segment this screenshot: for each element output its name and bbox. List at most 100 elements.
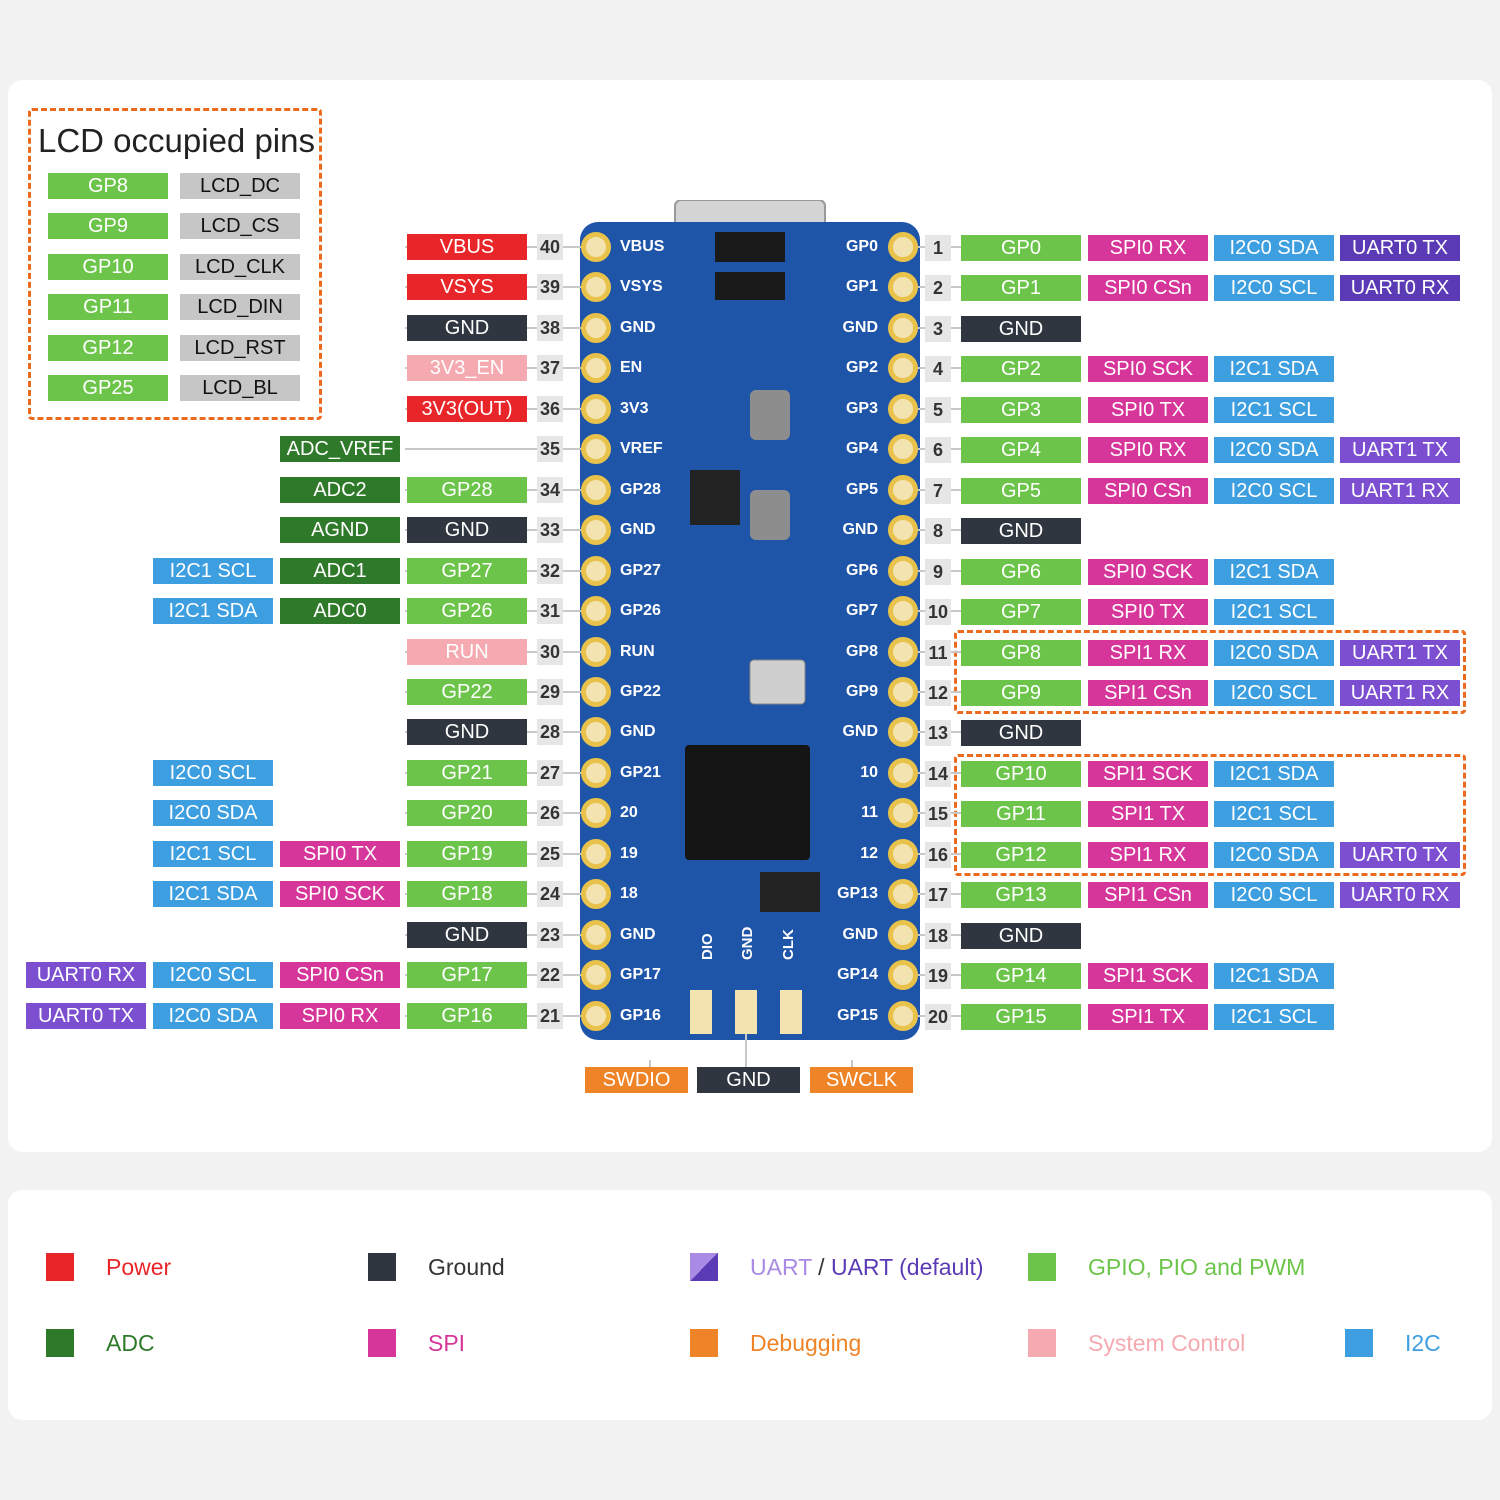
tag-gp17: GP17 bbox=[407, 962, 527, 989]
button-2 bbox=[750, 490, 790, 540]
pin-pad-6 bbox=[888, 434, 918, 465]
silk-label-gnd: GND bbox=[842, 318, 878, 336]
tag-gp13: GP13 bbox=[961, 882, 1081, 909]
tag-gnd: GND bbox=[407, 921, 527, 948]
tag-spi0-csn: SPI0 CSn bbox=[1088, 477, 1208, 504]
lead-line bbox=[405, 448, 595, 451]
tag-spi0-sck: SPI0 SCK bbox=[1088, 558, 1208, 585]
pin-number-40: 40 bbox=[537, 234, 563, 260]
pin-number-11: 11 bbox=[925, 639, 951, 666]
board bbox=[580, 200, 920, 1075]
tag-adc1: ADC1 bbox=[280, 557, 400, 584]
silk-label-gp3: GP3 bbox=[845, 399, 878, 417]
tag-spi1-rx: SPI1 RX bbox=[1088, 841, 1208, 868]
pin-pad-20 bbox=[888, 1000, 918, 1031]
silk-label-gp9: GP9 bbox=[845, 682, 878, 700]
lcd-fn-lcd-din: LCD_DIN bbox=[180, 294, 300, 321]
button bbox=[750, 390, 790, 440]
tag-spi0-sck: SPI0 SCK bbox=[280, 881, 400, 908]
silk-label-gnd: GND bbox=[842, 925, 878, 943]
lcd-gp-gp12: GP12 bbox=[48, 334, 168, 361]
tag-i2c0-sda: I2C0 SDA bbox=[1214, 841, 1334, 868]
tag-gnd: GND bbox=[407, 719, 527, 746]
legend-swatch-ground bbox=[368, 1253, 396, 1281]
silk-label-gp8: GP8 bbox=[845, 642, 878, 660]
lcd-gp-gp9: GP9 bbox=[48, 213, 168, 240]
pin-number-31: 31 bbox=[537, 598, 563, 625]
tag-gp12: GP12 bbox=[961, 841, 1081, 868]
lcd-gp-gp8: GP8 bbox=[48, 173, 168, 199]
tag-i2c0-sda: I2C0 SDA bbox=[1214, 235, 1334, 261]
pin-number-22: 22 bbox=[537, 962, 563, 989]
pin-pad-23 bbox=[581, 919, 611, 950]
tag-spi0-tx: SPI0 TX bbox=[1088, 599, 1208, 626]
pin-number-25: 25 bbox=[537, 840, 563, 867]
tag-spi1-rx: SPI1 RX bbox=[1088, 639, 1208, 666]
tag-uart0-tx: UART0 TX bbox=[26, 1002, 146, 1029]
tag-uart0-rx: UART0 RX bbox=[26, 962, 146, 989]
tag-spi1-tx: SPI1 TX bbox=[1088, 1003, 1208, 1030]
tag-3v3-en: 3V3_EN bbox=[407, 355, 527, 382]
silk-label-gp4: GP4 bbox=[845, 440, 878, 458]
silk-label-gnd: GND bbox=[842, 521, 878, 539]
tag-gp1: GP1 bbox=[961, 275, 1081, 302]
tag-gp3: GP3 bbox=[961, 396, 1081, 423]
small-ic bbox=[760, 872, 820, 912]
pin-number-27: 27 bbox=[537, 759, 563, 786]
rp2350-chip bbox=[685, 745, 810, 860]
legend-swatch-gpio bbox=[1028, 1253, 1056, 1281]
silk-label-10: 10 bbox=[860, 763, 878, 781]
lcd-highlight-gp10-gp12 bbox=[954, 754, 1466, 876]
pin-number-38: 38 bbox=[537, 314, 563, 341]
pin-pad-4 bbox=[888, 353, 918, 384]
tag-gp20: GP20 bbox=[407, 800, 527, 827]
pin-number-14: 14 bbox=[925, 760, 951, 787]
tag-spi0-rx: SPI0 RX bbox=[280, 1002, 400, 1029]
pin-number-19: 19 bbox=[925, 963, 951, 990]
silk-label-gp16: GP16 bbox=[620, 1006, 661, 1024]
lcd-occupied-box bbox=[28, 108, 322, 420]
tag-i2c1-scl: I2C1 SCL bbox=[1214, 1003, 1334, 1030]
legend-label-uart-default: UART (default) bbox=[830, 1254, 984, 1280]
silk-label-gp6: GP6 bbox=[845, 561, 878, 579]
tag-spi0-tx: SPI0 TX bbox=[1088, 396, 1208, 423]
lcd-highlight-gp8-gp9 bbox=[954, 630, 1466, 714]
flash-chip bbox=[690, 470, 740, 525]
legend-swatch-uart bbox=[690, 1253, 718, 1281]
silk-label-12: 12 bbox=[860, 844, 878, 862]
pin-pad-12 bbox=[888, 676, 918, 707]
tag-gp16: GP16 bbox=[407, 1002, 527, 1029]
pin-number-6: 6 bbox=[925, 437, 951, 464]
tag-gp22: GP22 bbox=[407, 678, 527, 705]
tag-gp27: GP27 bbox=[407, 557, 527, 584]
tag-gp4: GP4 bbox=[961, 437, 1081, 464]
silk-label-gp28: GP28 bbox=[620, 480, 661, 498]
pin-number-18: 18 bbox=[925, 922, 951, 949]
pin-number-5: 5 bbox=[925, 396, 951, 423]
tag-spi1-csn: SPI1 CSn bbox=[1088, 679, 1208, 706]
tag-vsys: VSYS bbox=[407, 274, 527, 301]
pin-pad-24 bbox=[581, 879, 611, 910]
pin-pad-19 bbox=[888, 960, 918, 991]
tag-gp26: GP26 bbox=[407, 598, 527, 625]
pin-number-33: 33 bbox=[537, 517, 563, 544]
tag-i2c1-scl: I2C1 SCL bbox=[1214, 801, 1334, 828]
tag-i2c1-scl: I2C1 SCL bbox=[1214, 599, 1334, 626]
pin-pad-25 bbox=[581, 838, 611, 869]
silk-label-gp14: GP14 bbox=[837, 966, 878, 984]
pin-pad-40 bbox=[581, 232, 611, 262]
tag-i2c0-scl: I2C0 SCL bbox=[1214, 882, 1334, 909]
tag-gp0: GP0 bbox=[961, 235, 1081, 261]
lcd-fn-lcd-clk: LCD_CLK bbox=[180, 253, 300, 280]
pin-number-20: 20 bbox=[925, 1003, 951, 1030]
silk-label-gp17: GP17 bbox=[620, 966, 661, 984]
tag-gnd: GND bbox=[961, 922, 1081, 949]
crystal bbox=[749, 659, 806, 705]
silk-label-gnd: GND bbox=[620, 318, 656, 336]
tag-gp10: GP10 bbox=[961, 760, 1081, 787]
tag-gp6: GP6 bbox=[961, 558, 1081, 585]
pin-pad-38 bbox=[581, 312, 611, 343]
silk-label-vbus: VBUS bbox=[620, 238, 665, 255]
silk-label-vsys: VSYS bbox=[620, 278, 663, 296]
lcd-fn-lcd-rst: LCD_RST bbox=[180, 334, 300, 361]
